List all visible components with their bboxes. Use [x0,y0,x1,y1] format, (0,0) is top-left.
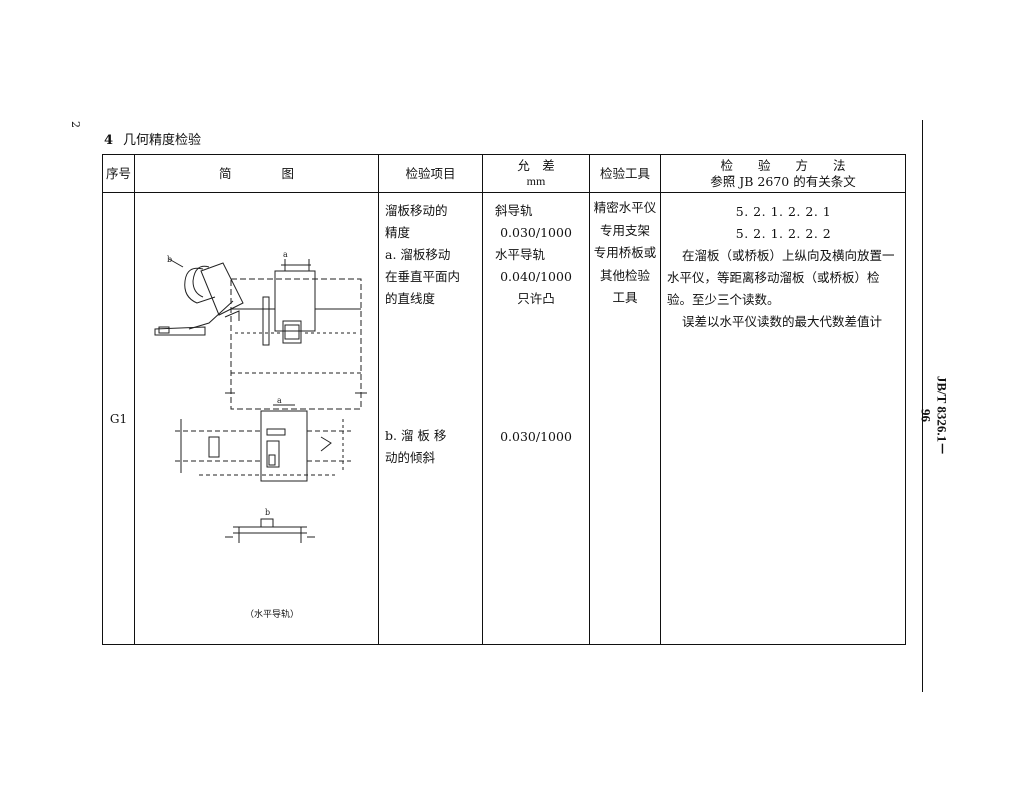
tool-line: 专用桥板或 [593,245,657,260]
header-seq: 序号 [102,154,135,193]
table-row: G1 b [102,192,906,645]
diagram-label-a2: a [277,396,282,405]
header-items: 检验项目 [378,154,483,193]
tool-line: 工具 [612,290,638,305]
section-heading: 4 几何精度检验 [104,129,201,148]
diagram-label-b2: b [265,508,270,517]
item-line: 在垂直平面内 [385,269,461,284]
row-seq: G1 [102,192,135,645]
items-cell: 溜板移动的 精度 a. 溜板移动 在垂直平面内 的直线度 b. 溜 板 移 动的… [378,192,483,645]
margin-rule [922,120,923,692]
header-method: 检 验 方 法参照 JB 2670 的有关条文 [660,154,906,193]
header-tolerance-label: 允 差 [517,158,555,174]
tolerance-line: 0.030/1000 [500,429,572,444]
item-line: 的直线度 [385,291,436,306]
tool-line: 其他检验 [599,267,650,283]
tool-line: 专用支架 [599,222,650,238]
horizontal-level-drawing [225,518,315,543]
item-line: 动的倾斜 [385,450,436,465]
method-cell: 5. 2. 1. 2. 2. 1 5. 2. 1. 2. 2. 2 在溜板（或桥… [660,192,906,645]
carriage-top-view [175,404,351,482]
header-tolerance-unit: mm [526,173,546,188]
carriage-front-view [225,259,367,410]
header-method-label: 检 验 方 法 [720,157,846,173]
diagram-label-b1: b [167,255,172,264]
section-number: 4 [104,133,114,148]
header-diagram: 简 图 [134,154,379,193]
item-line: 精度 [385,225,411,240]
tools-cell: 精密水平仪 专用支架 专用桥板或 其他检验 工具 [589,192,661,645]
standard-code: JB/T 8326.1－96 [918,375,950,456]
method-ref: 5. 2. 1. 2. 2. 1 [735,204,832,219]
inspection-diagram: b [154,250,367,543]
diagram-label-a1: a [283,250,288,259]
spacer [385,310,476,425]
inclined-level-drawing [154,258,244,336]
tolerance-cell: 斜导轨 0.030/1000 水平导轨 0.040/1000 只许凸 0.030… [482,192,590,645]
header-method-ref: 参照 JB 2670 的有关条文 [710,173,856,189]
item-line: b. 溜 板 移 [385,428,447,443]
spacer [489,310,583,426]
tolerance-line: 0.030/1000 [500,225,572,240]
item-line: 溜板移动的 [385,203,448,218]
tolerance-line: 水平导轨 [495,247,546,262]
page-number: 2 [69,121,82,128]
tolerance-line: 0.040/1000 [500,269,572,284]
tolerance-line: 斜导轨 [495,203,533,218]
method-paragraph: 在溜板（或桥板）上纵向及横向放置一水平仪，等距离移动溜板（或桥板）检验。至少三个… [667,248,895,307]
section-title: 几何精度检验 [123,133,202,148]
item-line: a. 溜板移动 [385,247,451,262]
method-paragraph: 误差以水平仪读数的最大代数差值计 [682,314,883,329]
tolerance-line: 只许凸 [517,291,555,306]
diagram-caption: （水平导轨） [245,610,300,620]
diagram-cell: b [134,192,379,645]
tool-line: 精密水平仪 [593,200,657,215]
header-tools: 检验工具 [589,154,661,193]
method-ref: 5. 2. 1. 2. 2. 2 [735,226,832,241]
